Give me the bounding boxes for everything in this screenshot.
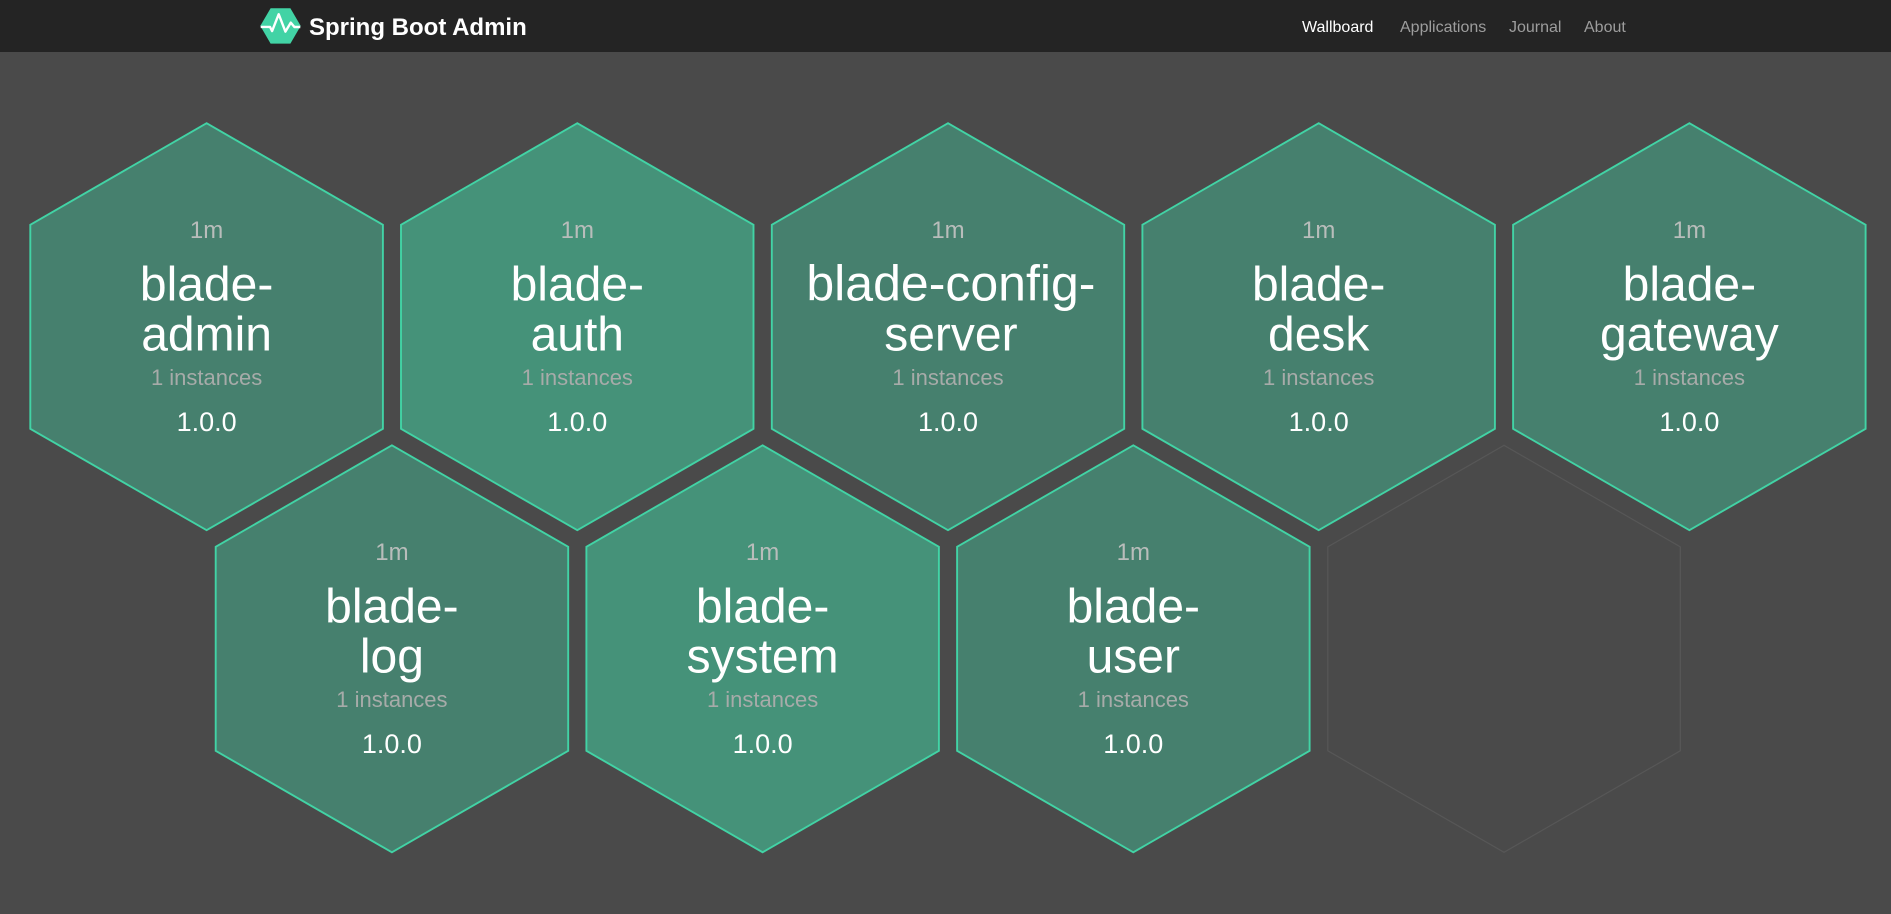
svg-text:desk: desk xyxy=(1268,309,1370,362)
svg-text:1 instances: 1 instances xyxy=(892,365,1003,390)
svg-text:log: log xyxy=(360,631,424,684)
svg-text:blade-: blade- xyxy=(1623,259,1756,312)
svg-text:1.0.0: 1.0.0 xyxy=(547,407,607,437)
svg-text:1.0.0: 1.0.0 xyxy=(1289,407,1349,437)
svg-text:1m: 1m xyxy=(190,217,223,244)
svg-text:user: user xyxy=(1087,631,1180,684)
svg-text:auth: auth xyxy=(531,309,624,362)
svg-text:1 instances: 1 instances xyxy=(1078,687,1189,712)
svg-text:blade-: blade- xyxy=(140,259,273,312)
svg-text:gateway: gateway xyxy=(1600,309,1779,362)
svg-text:1 instances: 1 instances xyxy=(336,687,447,712)
svg-text:1 instances: 1 instances xyxy=(1634,365,1745,390)
svg-text:1.0.0: 1.0.0 xyxy=(1659,407,1719,437)
svg-text:server: server xyxy=(884,309,1017,362)
svg-text:1.0.0: 1.0.0 xyxy=(177,407,237,437)
svg-text:1m: 1m xyxy=(746,539,779,566)
svg-text:1.0.0: 1.0.0 xyxy=(918,407,978,437)
svg-text:1m: 1m xyxy=(931,217,964,244)
svg-text:1m: 1m xyxy=(561,217,594,244)
svg-text:1 instances: 1 instances xyxy=(522,365,633,390)
svg-text:1.0.0: 1.0.0 xyxy=(733,729,793,759)
svg-text:1m: 1m xyxy=(1302,217,1335,244)
svg-text:1 instances: 1 instances xyxy=(1263,365,1374,390)
svg-text:admin: admin xyxy=(141,309,272,362)
svg-text:blade-: blade- xyxy=(696,581,829,634)
svg-text:system: system xyxy=(687,631,839,684)
svg-text:1m: 1m xyxy=(375,539,408,566)
svg-text:1.0.0: 1.0.0 xyxy=(362,729,422,759)
svg-text:blade-config-: blade-config- xyxy=(806,256,1095,312)
svg-text:blade-: blade- xyxy=(511,259,644,312)
svg-text:blade-: blade- xyxy=(1067,581,1200,634)
svg-text:1m: 1m xyxy=(1673,217,1706,244)
svg-text:1 instances: 1 instances xyxy=(151,365,262,390)
svg-text:1 instances: 1 instances xyxy=(707,687,818,712)
svg-text:blade-: blade- xyxy=(325,581,458,634)
svg-text:1.0.0: 1.0.0 xyxy=(1103,729,1163,759)
svg-text:1m: 1m xyxy=(1117,539,1150,566)
svg-text:blade-: blade- xyxy=(1252,259,1385,312)
